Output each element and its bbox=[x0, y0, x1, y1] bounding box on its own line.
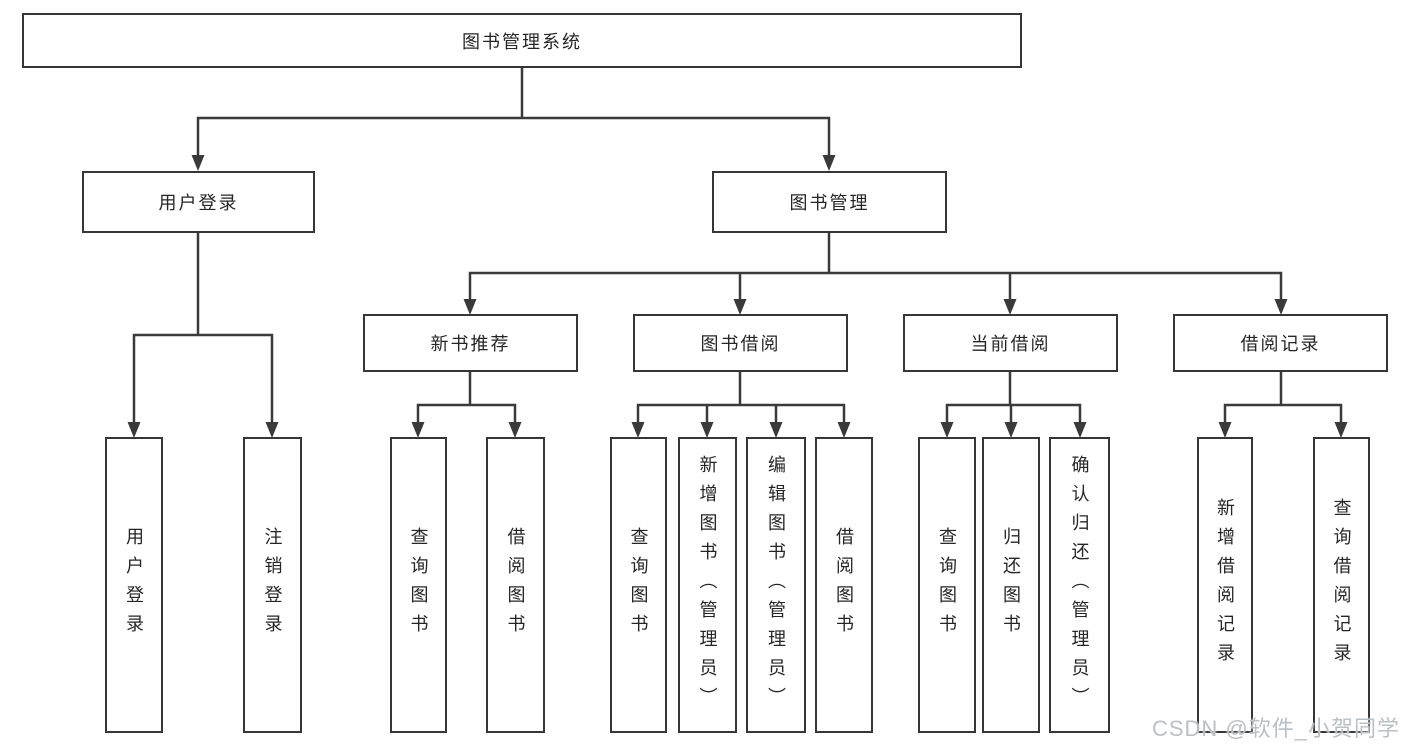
node-label: 借阅图书 bbox=[834, 527, 854, 643]
leaf-cb-confirm-return-admin: 确认归还（管理员） bbox=[1049, 437, 1110, 733]
node-label: 用户登录 bbox=[158, 193, 239, 213]
node-label: 借阅记录 bbox=[1240, 334, 1321, 354]
node-label: 查询借阅记录 bbox=[1331, 498, 1352, 672]
csdn-watermark: CSDN @软件_小贺同学 bbox=[1151, 716, 1400, 741]
node-label: 新增图书（管理员） bbox=[697, 454, 718, 716]
node-label: 图书借阅 bbox=[700, 334, 781, 354]
node-user-login: 用户登录 bbox=[82, 171, 315, 233]
leaf-br-query-record: 查询借阅记录 bbox=[1313, 437, 1370, 733]
node-label: 借阅图书 bbox=[505, 527, 526, 643]
node-label: 查询图书 bbox=[408, 527, 429, 643]
node-current-borrow: 当前借阅 bbox=[903, 314, 1118, 372]
node-label: 新书推荐 bbox=[430, 334, 511, 354]
leaf-cb-return-book: 归还图书 bbox=[982, 437, 1040, 733]
node-label: 注销登录 bbox=[262, 527, 283, 643]
leaf-bb-add-book-admin: 新增图书（管理员） bbox=[678, 437, 737, 733]
leaf-nb-borrow-book: 借阅图书 bbox=[486, 437, 545, 733]
node-label: 新增借阅记录 bbox=[1215, 498, 1235, 672]
leaf-br-add-record: 新增借阅记录 bbox=[1197, 437, 1253, 733]
node-book-management: 图书管理 bbox=[712, 171, 947, 233]
node-borrow-records: 借阅记录 bbox=[1173, 314, 1388, 372]
node-label: 用户登录 bbox=[124, 527, 144, 643]
leaf-user-login: 用户登录 bbox=[105, 437, 163, 733]
leaf-nb-query-book: 查询图书 bbox=[390, 437, 447, 733]
leaf-bb-query-book: 查询图书 bbox=[610, 437, 667, 733]
node-label: 查询图书 bbox=[937, 527, 957, 643]
node-book-borrow: 图书借阅 bbox=[633, 314, 848, 372]
node-new-book-recommend: 新书推荐 bbox=[363, 314, 578, 372]
node-label: 归还图书 bbox=[1001, 527, 1021, 643]
leaf-cb-query-book: 查询图书 bbox=[918, 437, 976, 733]
node-label: 编辑图书（管理员） bbox=[766, 454, 786, 716]
node-label: 当前借阅 bbox=[970, 334, 1051, 354]
leaf-bb-edit-book-admin: 编辑图书（管理员） bbox=[746, 437, 806, 733]
node-label: 图书管理 bbox=[789, 193, 870, 213]
node-system-root: 图书管理系统 bbox=[22, 13, 1022, 68]
leaf-logout: 注销登录 bbox=[243, 437, 302, 733]
leaf-bb-borrow-book: 借阅图书 bbox=[815, 437, 873, 733]
node-label: 查询图书 bbox=[628, 527, 649, 643]
node-label: 图书管理系统 bbox=[462, 31, 582, 52]
node-label: 确认归还（管理员） bbox=[1069, 454, 1090, 716]
